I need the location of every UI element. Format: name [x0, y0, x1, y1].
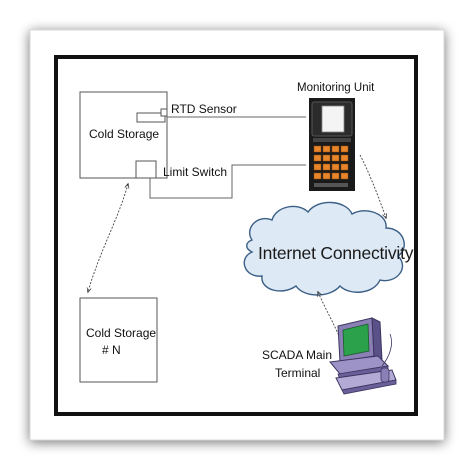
cold-storage-n-label-line1: Cold Storage — [86, 326, 157, 340]
cold-storage-n-label-line2: # N — [102, 343, 121, 357]
scada-label-line2: Terminal — [275, 366, 321, 380]
limit-switch-label: Limit Switch — [163, 165, 228, 179]
cold-storage-n-box — [79, 297, 158, 383]
monitoring-unit-device — [309, 98, 355, 191]
limit-switch-wire — [149, 164, 306, 199]
internet-cloud — [243, 201, 405, 296]
storage-link-arrow — [88, 184, 128, 292]
rtd-sensor-block — [136, 112, 166, 123]
scada-computer — [329, 317, 397, 395]
unit-to-cloud-arrow — [359, 154, 386, 218]
rtd-sensor-label: RTD Sensor — [171, 102, 237, 116]
limit-switch-block — [135, 160, 157, 179]
monitoring-unit-label: Monitoring Unit — [297, 82, 375, 94]
cold-storage-label: Cold Storage — [89, 127, 160, 141]
scada-label-line1: SCADA Main — [262, 348, 333, 362]
internet-connectivity-label: Internet Connectivity — [258, 243, 414, 263]
rtd-sensor-tip — [160, 108, 168, 117]
